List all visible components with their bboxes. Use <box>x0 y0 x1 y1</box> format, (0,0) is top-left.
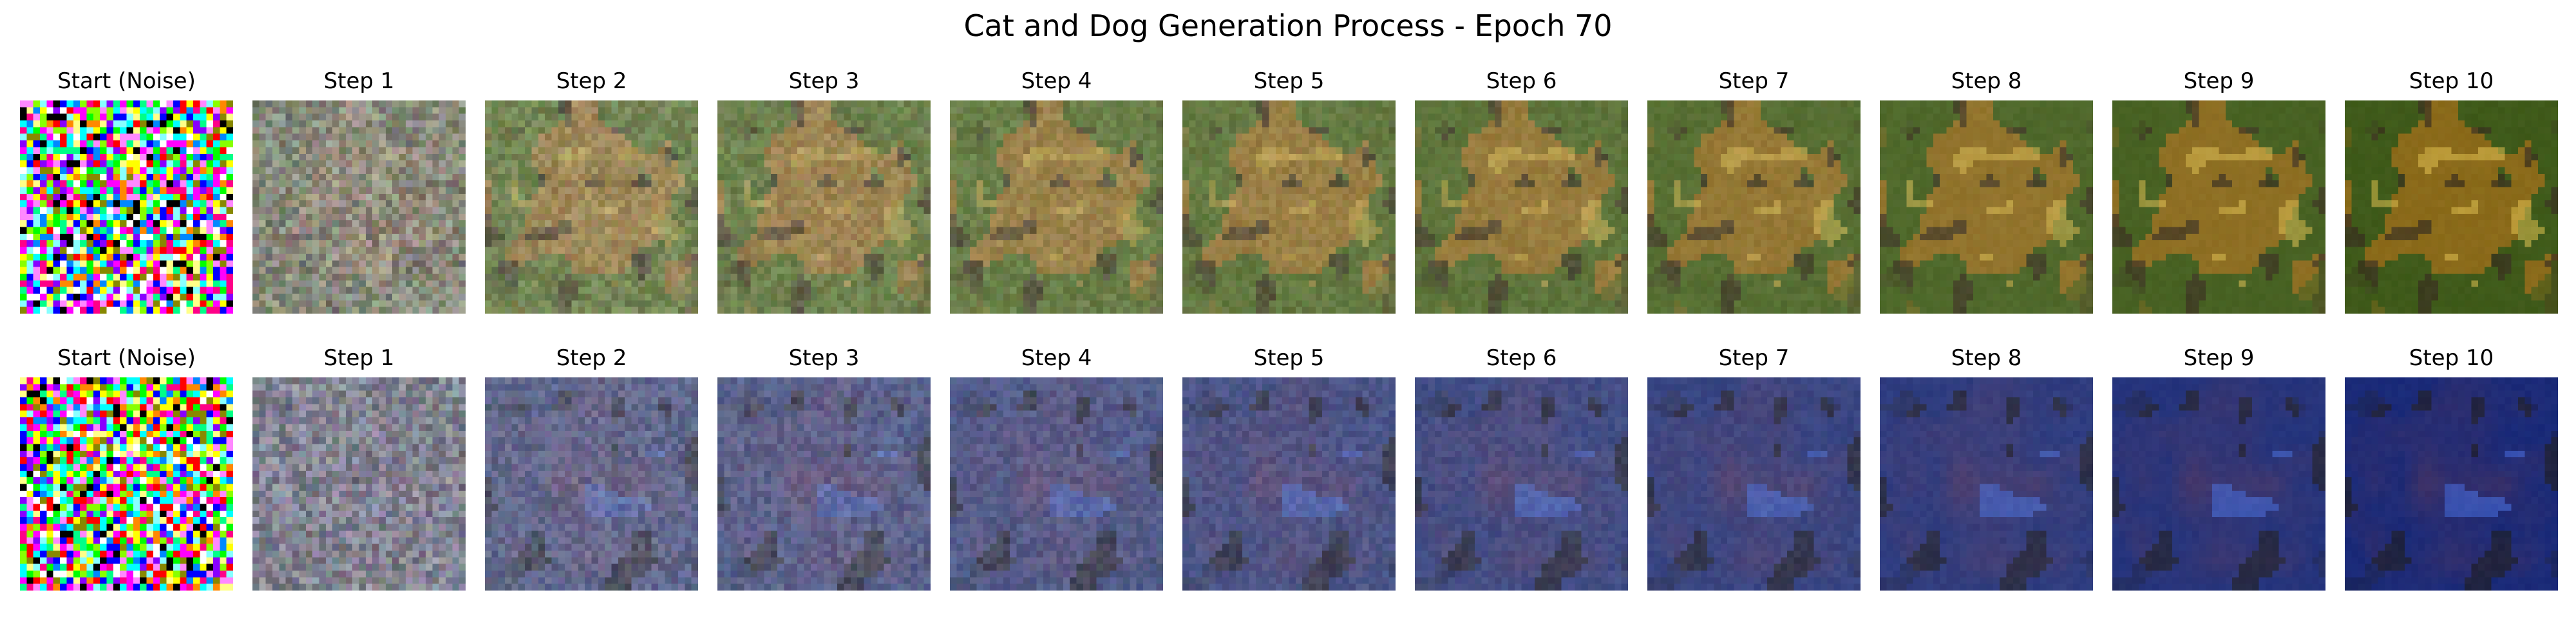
figure-title: Cat and Dog Generation Process - Epoch 7… <box>963 8 1613 43</box>
panel-title: Step 5 <box>1253 68 1325 94</box>
panel-title: Step 10 <box>2409 68 2494 94</box>
panel-title: Step 9 <box>2183 345 2255 371</box>
generated-image-panel <box>2112 377 2325 591</box>
generated-image-panel <box>2112 100 2325 314</box>
generated-image <box>1880 100 2093 314</box>
noise-image-panel <box>20 100 233 314</box>
generated-image-panel <box>1182 377 1396 591</box>
generated-image-panel <box>1415 377 1628 591</box>
generated-image <box>2345 377 2558 591</box>
generated-image <box>252 100 466 314</box>
generated-image-panel <box>1182 100 1396 314</box>
generated-image-panel <box>1647 100 1861 314</box>
panel-title: Step 4 <box>1021 68 1092 94</box>
generated-image <box>485 377 698 591</box>
panel-title: Step 2 <box>556 345 627 371</box>
generated-image <box>1647 377 1861 591</box>
generated-image <box>485 100 698 314</box>
panel-title: Step 5 <box>1253 345 1325 371</box>
generated-image <box>2112 100 2325 314</box>
panel-title: Start (Noise) <box>57 68 196 94</box>
panel-title: Step 7 <box>1718 345 1790 371</box>
generated-image-panel <box>950 100 1163 314</box>
panel-title: Step 6 <box>1486 345 1557 371</box>
generated-image-panel <box>717 100 931 314</box>
generated-image <box>1415 100 1628 314</box>
generated-image <box>1415 377 1628 591</box>
panel-title: Step 3 <box>788 345 860 371</box>
panel-title: Step 3 <box>788 68 860 94</box>
generated-image-panel <box>1647 377 1861 591</box>
generated-image-panel <box>252 377 466 591</box>
panel-title: Step 6 <box>1486 68 1557 94</box>
generated-image <box>1647 100 1861 314</box>
generated-image-panel <box>485 100 698 314</box>
panel-title: Step 8 <box>1951 68 2022 94</box>
generated-image <box>2112 377 2325 591</box>
generated-image <box>717 377 931 591</box>
generated-image-panel <box>1880 100 2093 314</box>
panel-title: Step 8 <box>1951 345 2022 371</box>
generated-image-panel <box>1880 377 2093 591</box>
noise-image-panel <box>20 377 233 591</box>
generated-image-panel <box>717 377 931 591</box>
panel-title: Step 1 <box>323 345 395 371</box>
noise-image <box>20 377 233 591</box>
generated-image-panel <box>1415 100 1628 314</box>
panel-title: Step 4 <box>1021 345 1092 371</box>
panel-title: Step 2 <box>556 68 627 94</box>
generated-image <box>1182 100 1396 314</box>
generated-image-panel <box>252 100 466 314</box>
generated-image <box>950 100 1163 314</box>
generated-image <box>252 377 466 591</box>
generated-image <box>1182 377 1396 591</box>
generated-image <box>2345 100 2558 314</box>
generated-image-panel <box>950 377 1163 591</box>
panel-title: Step 10 <box>2409 345 2494 371</box>
noise-image <box>20 100 233 314</box>
panel-title: Start (Noise) <box>57 345 196 371</box>
generated-image <box>717 100 931 314</box>
generated-image-panel <box>485 377 698 591</box>
generated-image <box>1880 377 2093 591</box>
generated-image-panel <box>2345 377 2558 591</box>
panel-title: Step 7 <box>1718 68 1790 94</box>
panel-title: Step 1 <box>323 68 395 94</box>
generated-image-panel <box>2345 100 2558 314</box>
generated-image <box>950 377 1163 591</box>
panel-title: Step 9 <box>2183 68 2255 94</box>
